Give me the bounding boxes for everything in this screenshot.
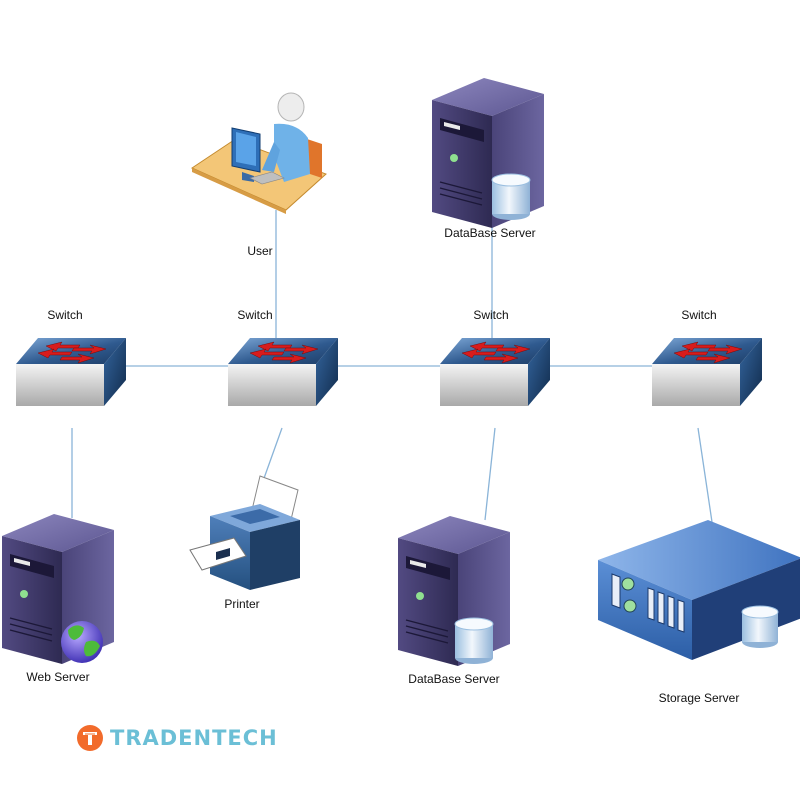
globe-icon [61,621,103,663]
storage-server-label: Storage Server [658,691,740,705]
switch-2-icon [228,338,338,406]
database-server-bottom-icon [398,516,510,666]
switch-3 [440,338,550,406]
switch-2 [228,338,338,406]
storage-server-icon [598,520,800,660]
link-switch4-storage [697,427,713,523]
storage-drive-bays [611,573,685,633]
tradentech-logo-icon [77,725,103,751]
tradentech-logo-text: TRADENTECH [110,726,278,750]
switch-3-icon [440,338,550,406]
switch-3-label: Switch [473,308,509,322]
user-label: User [247,244,273,258]
database-cylinder-icon [491,173,531,220]
switch-4-label: Switch [681,308,717,322]
connections [71,210,713,523]
tradentech-logo: TRADENTECH [76,724,278,752]
switch-1-icon [16,338,126,406]
web-server-label: Web Server [26,670,90,684]
switch-1 [16,338,126,406]
database-server-top-label: DataBase Server [444,226,536,240]
database-cylinder-icon [741,605,779,648]
user-workstation-icon [190,92,327,214]
web-server-icon [2,514,114,664]
database-server-top-icon [432,78,544,228]
switch-2-label: Switch [237,308,273,322]
switch-1-label: Switch [47,308,83,322]
database-server-bottom-label: DataBase Server [408,672,500,686]
link-switch3-dbbottom [484,427,496,521]
switch-4-icon [652,338,762,406]
switch-4 [652,338,762,406]
printer-label: Printer [224,597,260,611]
database-cylinder-icon [454,617,494,664]
printer-icon [189,475,300,590]
